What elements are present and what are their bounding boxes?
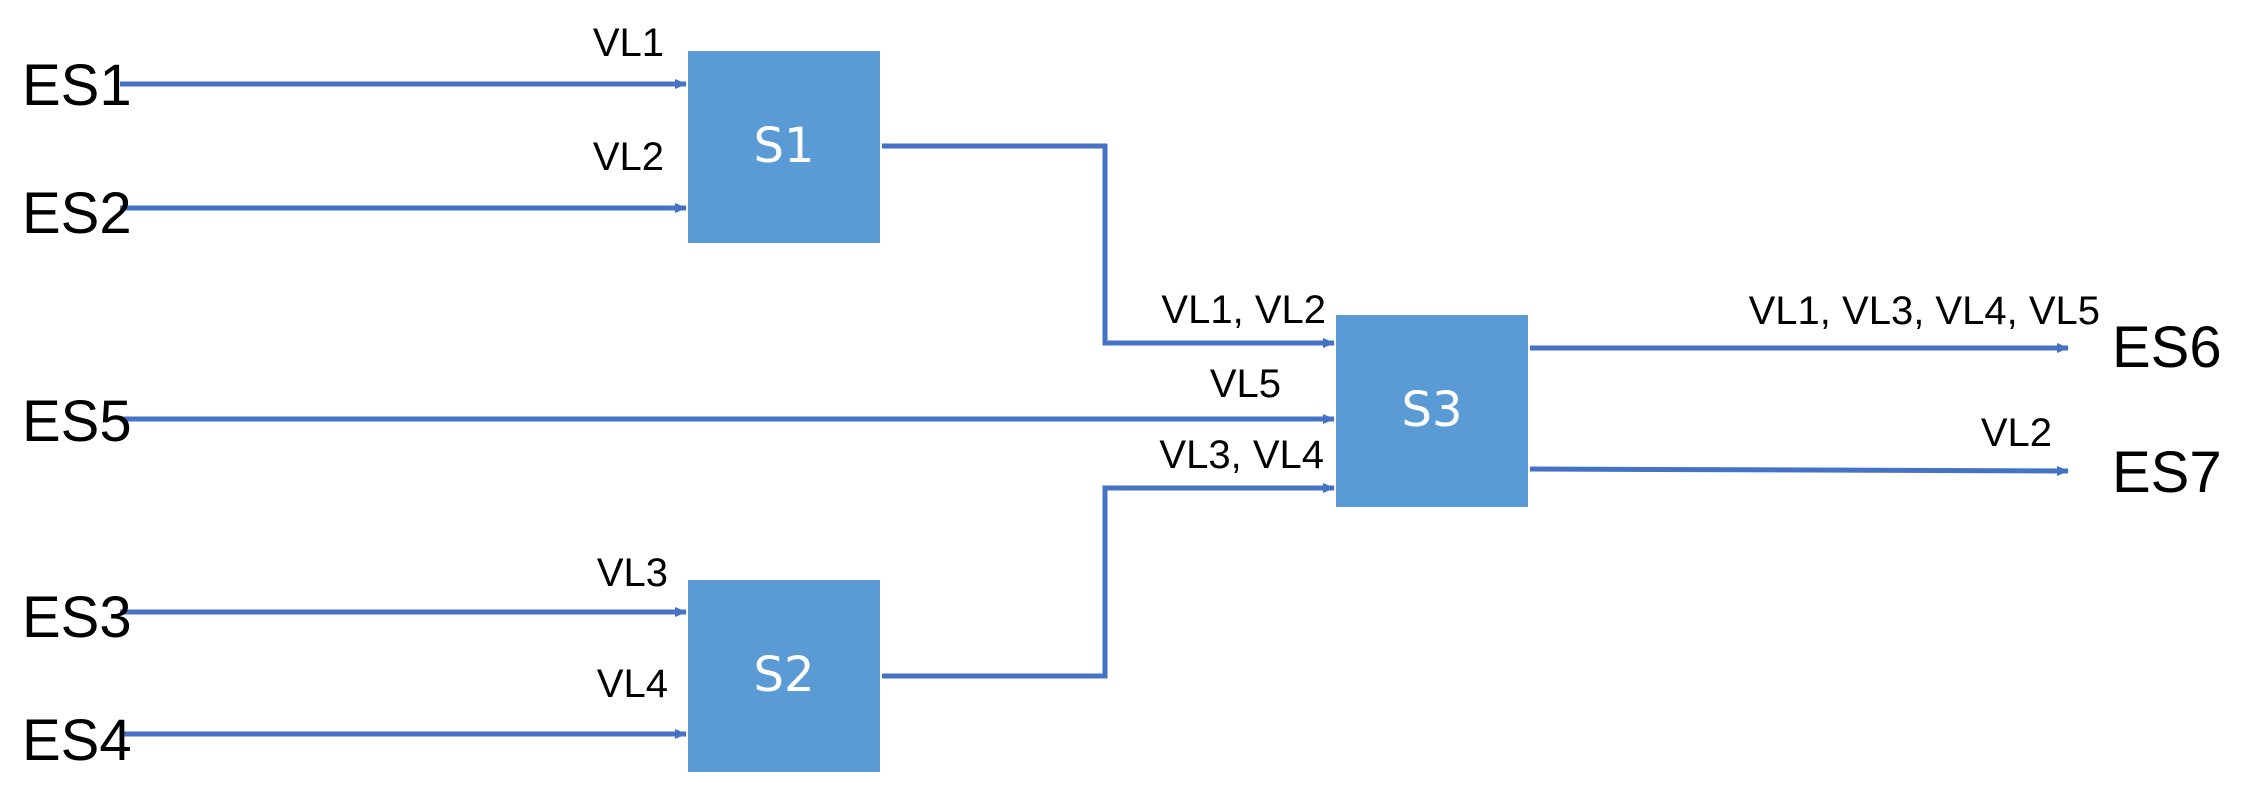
link-label-vl3: VL3 (597, 551, 668, 595)
link-label-vl2-out: VL2 (1981, 411, 2052, 455)
switch-s1-box (688, 51, 880, 243)
link-label-vl4: VL4 (597, 662, 668, 706)
end-system-es1-label: ES1 (22, 53, 132, 118)
link-label-vl3-vl4: VL3, VL4 (1159, 433, 1324, 477)
end-system-es6-label: ES6 (2112, 315, 2222, 380)
switch-s2-box (688, 580, 880, 772)
switch-s3-label: S3 (1401, 382, 1462, 438)
link-label-vl5: VL5 (1210, 362, 1281, 406)
link-label-vl2: VL2 (593, 135, 664, 179)
link-label-vl1: VL1 (593, 21, 664, 65)
switch-s1-label: S1 (753, 118, 814, 174)
end-system-es5-label: ES5 (22, 389, 132, 454)
link-s3-es7 (1529, 465, 2069, 476)
link-label-vl1-vl2: VL1, VL2 (1161, 288, 1326, 332)
switch-s2-label: S2 (753, 647, 814, 703)
end-system-es2-label: ES2 (22, 181, 132, 246)
switch-s3-box (1336, 315, 1528, 507)
end-system-es7-label: ES7 (2112, 440, 2222, 505)
end-system-es4-label: ES4 (22, 708, 132, 773)
end-system-es3-label: ES3 (22, 585, 132, 650)
link-s2-s3 (882, 483, 1335, 679)
link-label-vl1-vl3-vl4-vl5: VL1, VL3, VL4, VL5 (1749, 289, 2100, 333)
link-s1-s3 (882, 143, 1335, 348)
